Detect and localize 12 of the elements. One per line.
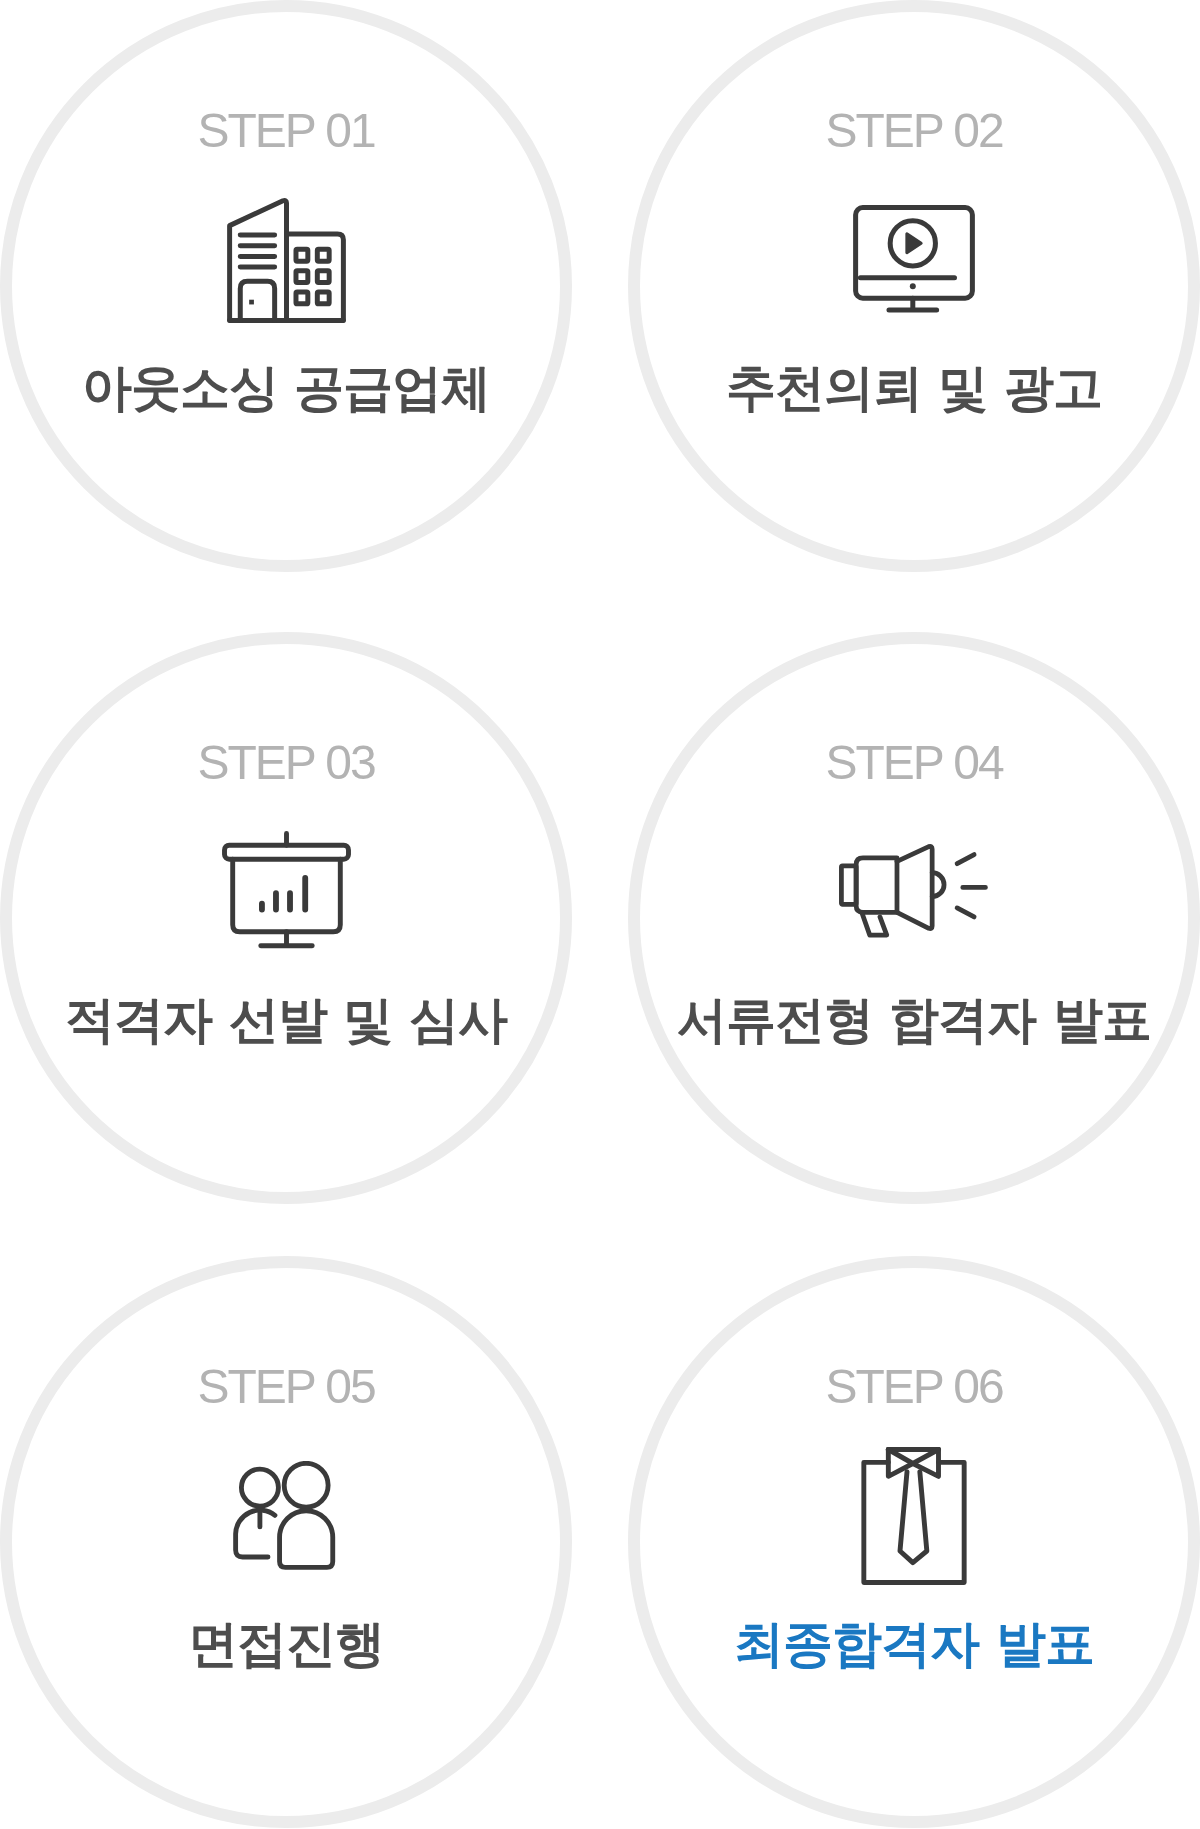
step-number: STEP 02	[825, 105, 1003, 156]
step-number: STEP 05	[197, 1361, 375, 1412]
step-title: 추천의뢰 및 광고	[726, 358, 1102, 418]
step-title: 최종합격자 발표	[734, 1614, 1094, 1674]
step-title: 아웃소싱 공급업체	[81, 358, 491, 418]
step-number: STEP 06	[825, 1361, 1003, 1412]
step-number: STEP 04	[825, 737, 1003, 788]
step-title: 면접진행	[188, 1614, 384, 1674]
step-number: STEP 01	[197, 105, 375, 156]
step-number: STEP 03	[197, 737, 375, 788]
step-title: 서류전형 합격자 발표	[677, 990, 1151, 1050]
step-title: 적격자 선발 및 심사	[65, 990, 507, 1050]
